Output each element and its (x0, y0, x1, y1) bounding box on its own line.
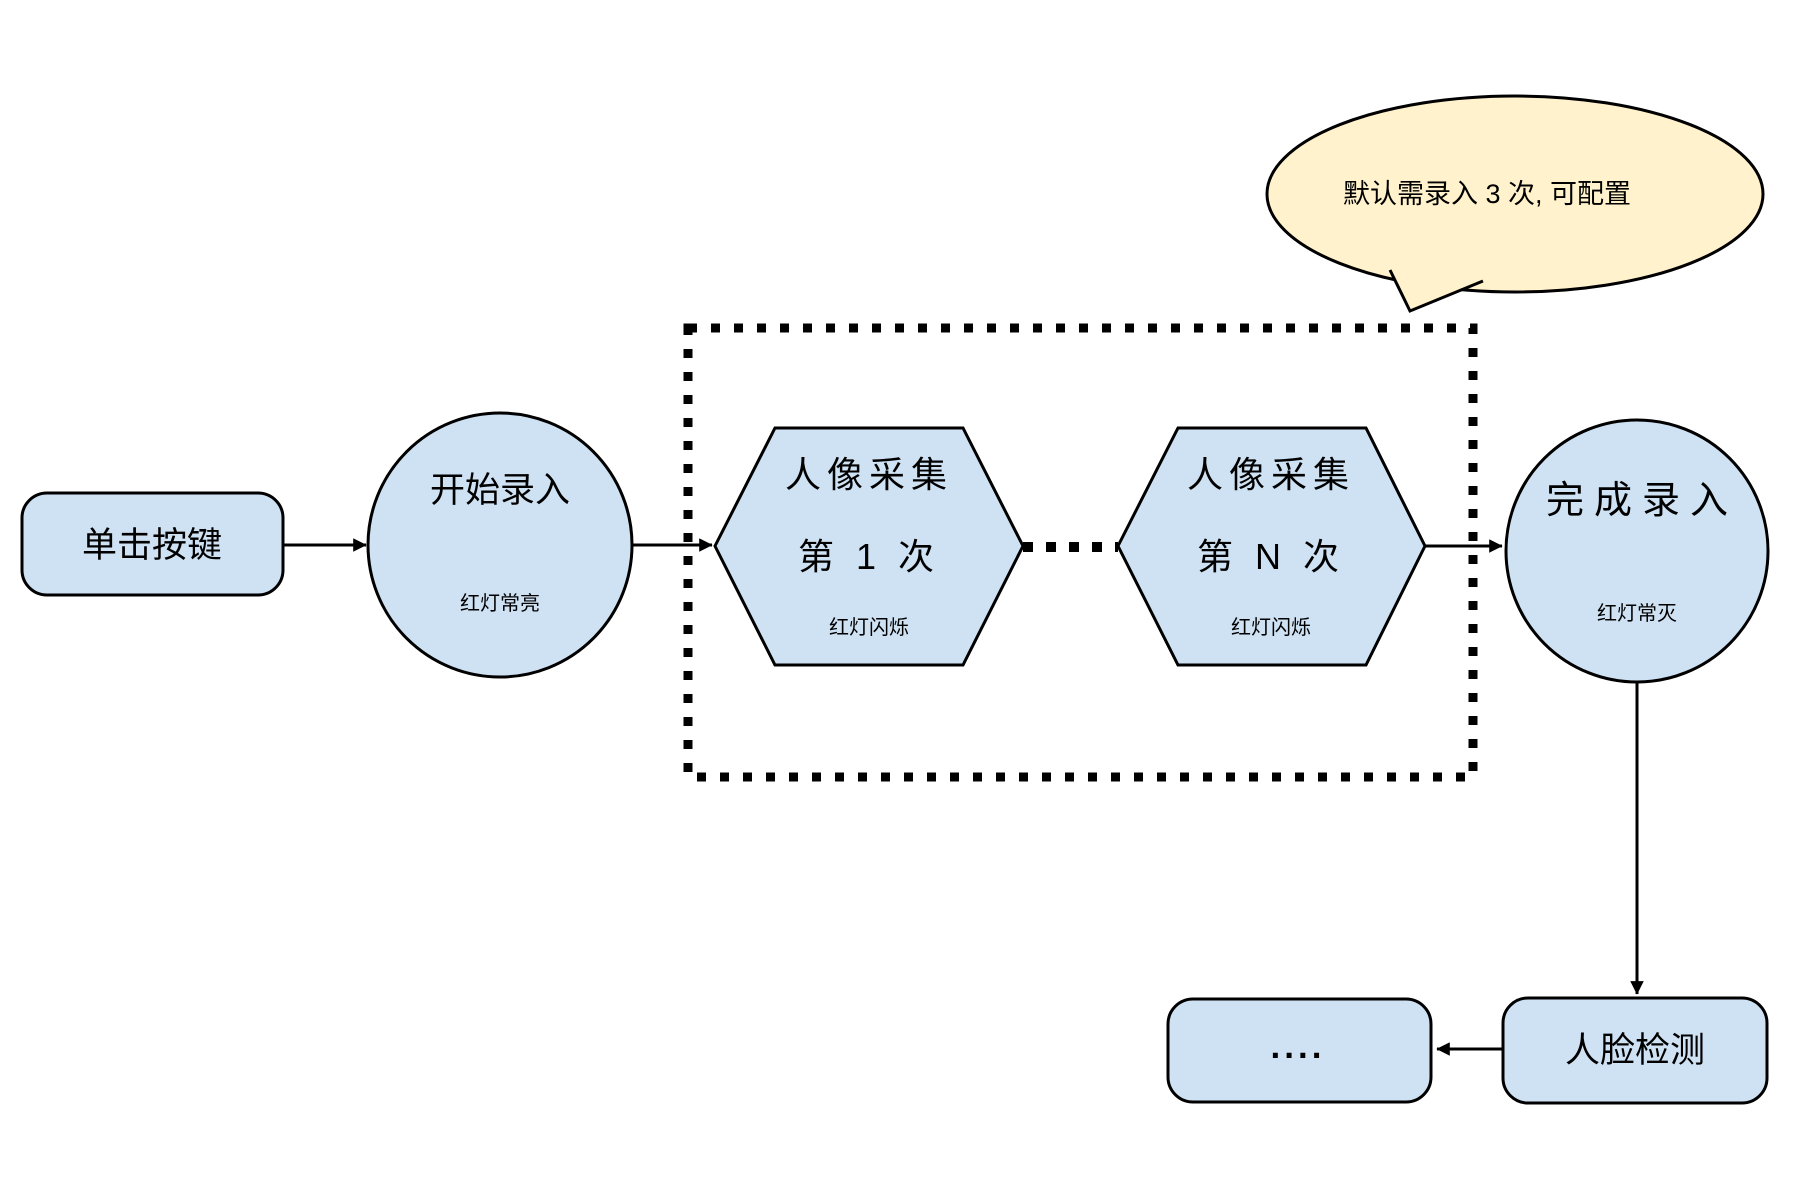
more-steps-shape[interactable] (1166, 997, 1433, 1104)
node-capture-nth[interactable]: 人像采集 第 N 次 红灯闪烁 (1116, 426, 1427, 667)
node-capture-first[interactable]: 人像采集 第 1 次 红灯闪烁 (713, 426, 1025, 667)
capture-nth-sublabel: 红灯闪烁 (1231, 616, 1311, 639)
finish-enroll-label: 完成录入 (1546, 480, 1738, 522)
callout-tail-fill (1390, 266, 1484, 312)
callout-ellipse (1265, 94, 1765, 294)
more-steps-label: .... (1271, 1027, 1326, 1066)
capture-first-label-line2: 第 1 次 (798, 536, 940, 577)
capture-first-shape[interactable] (713, 426, 1025, 667)
face-detect-shape[interactable] (1501, 996, 1769, 1105)
node-finish-enroll[interactable]: 完成录入 红灯常灭 (1504, 418, 1770, 684)
capture-nth-shape[interactable] (1116, 426, 1427, 667)
capture-nth-label-line1: 人像采集 (1187, 454, 1355, 495)
node-more-steps[interactable]: .... (1166, 997, 1433, 1104)
finish-enroll-sublabel: 红灯常灭 (1597, 602, 1677, 625)
capture-first-sublabel: 红灯闪烁 (829, 616, 909, 639)
callout-text: 默认需录入 3 次, 可配置 (1343, 179, 1631, 209)
capture-first-label-line1: 人像采集 (785, 454, 953, 495)
start-enroll-label: 开始录入 (430, 471, 570, 510)
click-button-label: 单击按键 (82, 526, 222, 565)
node-start-enroll[interactable]: 开始录入 红灯常亮 (366, 411, 634, 679)
node-click-button[interactable]: 单击按键 (20, 491, 285, 597)
node-face-detect[interactable]: 人脸检测 (1501, 996, 1769, 1105)
finish-enroll-shape[interactable] (1504, 418, 1770, 684)
callout-bubble: 默认需录入 3 次, 可配置 (1265, 94, 1765, 313)
start-enroll-shape[interactable] (366, 411, 634, 679)
click-button-shape[interactable] (20, 491, 285, 597)
capture-nth-label-line2: 第 N 次 (1197, 536, 1345, 577)
callout-tail-outline (1388, 269, 1484, 313)
start-enroll-sublabel: 红灯常亮 (460, 592, 540, 615)
capture-group-dotted-box (683, 323, 1478, 782)
face-detect-label: 人脸检测 (1565, 1031, 1705, 1070)
